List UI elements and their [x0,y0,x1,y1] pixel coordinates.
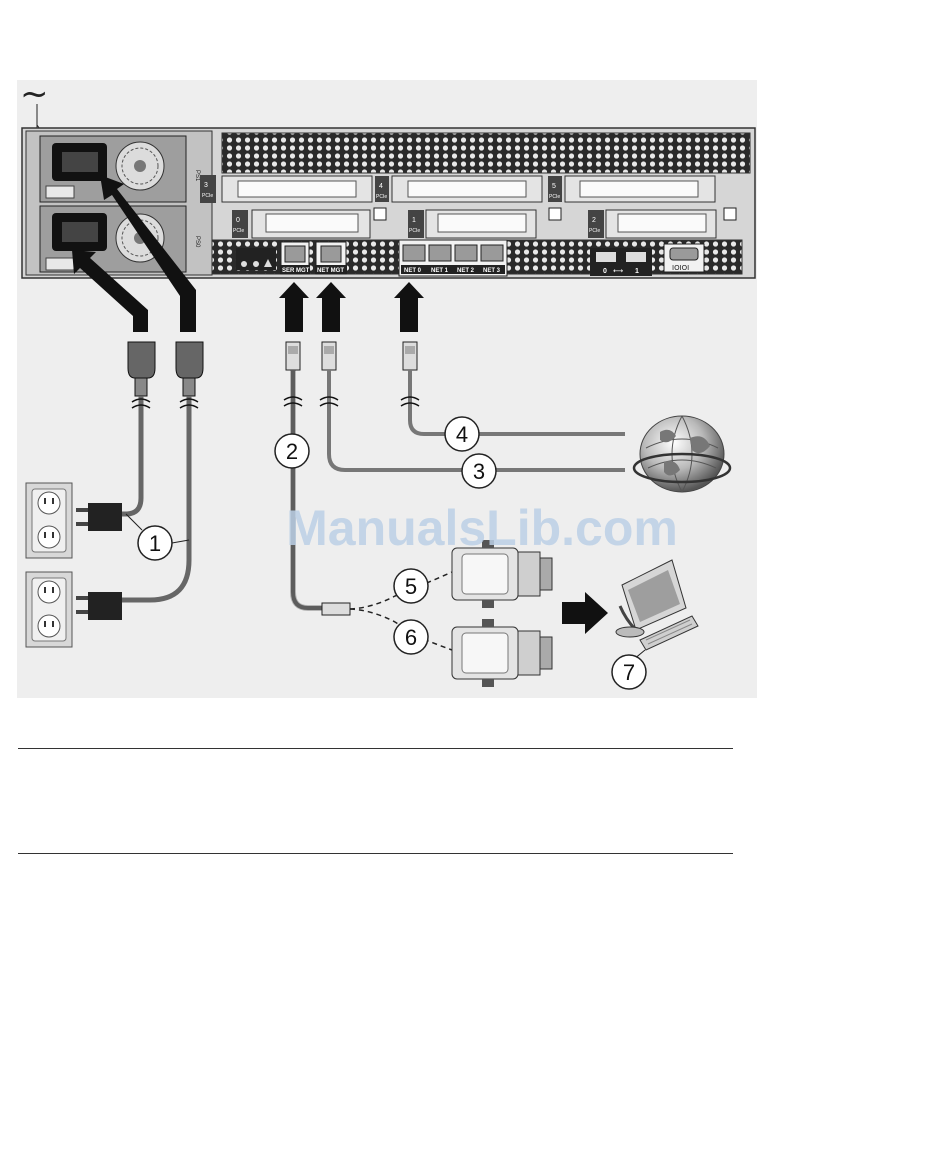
svg-text:PCIe: PCIe [376,194,387,200]
svg-text:PCIe: PCIe [409,228,420,234]
callout-6: 6 [394,620,428,654]
callout-4: 4 [445,417,479,451]
callout-1: 1 [138,526,172,560]
usb1-label: 1 [635,268,639,275]
svg-text:IOIOI: IOIOI [672,264,689,272]
usb-icon: ⟷ [613,267,623,275]
svg-text:PCIe: PCIe [549,194,560,200]
pcie-row-lower: 0 PCIe 1 PCIe 2 PCIe [232,208,736,238]
svg-text:4: 4 [456,422,468,447]
callout-5: 5 [394,569,428,603]
svg-text:6: 6 [405,625,417,650]
net2-label: NET 2 [457,268,475,274]
svg-text:5: 5 [552,183,556,190]
rule-top [18,748,733,749]
callout-3: 3 [462,454,496,488]
svg-text:7: 7 [623,660,635,685]
wall-outlet-lower [26,572,72,647]
serial-rj45-end [322,603,350,615]
svg-text:PCIe: PCIe [233,228,244,234]
svg-text:3: 3 [473,459,485,484]
usb-ports: 0 ⟷ 1 [590,248,652,276]
svg-text:0: 0 [236,217,240,224]
wall-outlet-upper [26,483,72,558]
svg-text:3: 3 [204,182,208,189]
ac-symbol: ~ [20,74,49,114]
psu-label-ps0: PS0 [194,236,200,248]
svg-text:1: 1 [149,531,161,556]
net-mgt-port: NET MGT [315,242,347,274]
outlet-plug-lower [88,592,122,620]
net3-label: NET 3 [483,268,501,274]
svg-text:PCIe: PCIe [589,228,600,234]
ser-mgt-label: SER MGT [282,268,310,274]
svg-text:5: 5 [405,574,417,599]
server-rear-panel: PS1 PS0 3 PCIe 4 PCIe 5 PCIe 0 PCIe [22,128,755,278]
outlet-plug-upper [88,503,122,531]
net-mgt-label: NET MGT [317,268,344,274]
psu-label-ps1: PS1 [194,170,200,182]
network-ports: NET 0 NET 1 NET 2 NET 3 [399,240,507,276]
svg-text:PCIe: PCIe [202,193,213,199]
vent-top [222,133,750,173]
watermark: ManualsLib.com [286,500,678,556]
svg-text:2: 2 [286,439,298,464]
rule-bottom [18,853,733,854]
cabling-diagram: ~ PS1 PS0 [0,0,950,700]
pcie-row-upper: 3 PCIe 4 PCIe 5 PCIe [200,175,715,203]
svg-text:2: 2 [592,217,596,224]
video-port: IOIOI [664,244,704,272]
net0-label: NET 0 [404,268,422,274]
callout-2: 2 [275,434,309,468]
callout-7: 7 [612,655,646,689]
net1-label: NET 1 [431,268,449,274]
svg-text:1: 1 [412,217,416,224]
usb0-label: 0 [603,268,607,275]
ser-mgt-port: SER MGT [280,242,310,274]
svg-text:4: 4 [379,183,383,190]
